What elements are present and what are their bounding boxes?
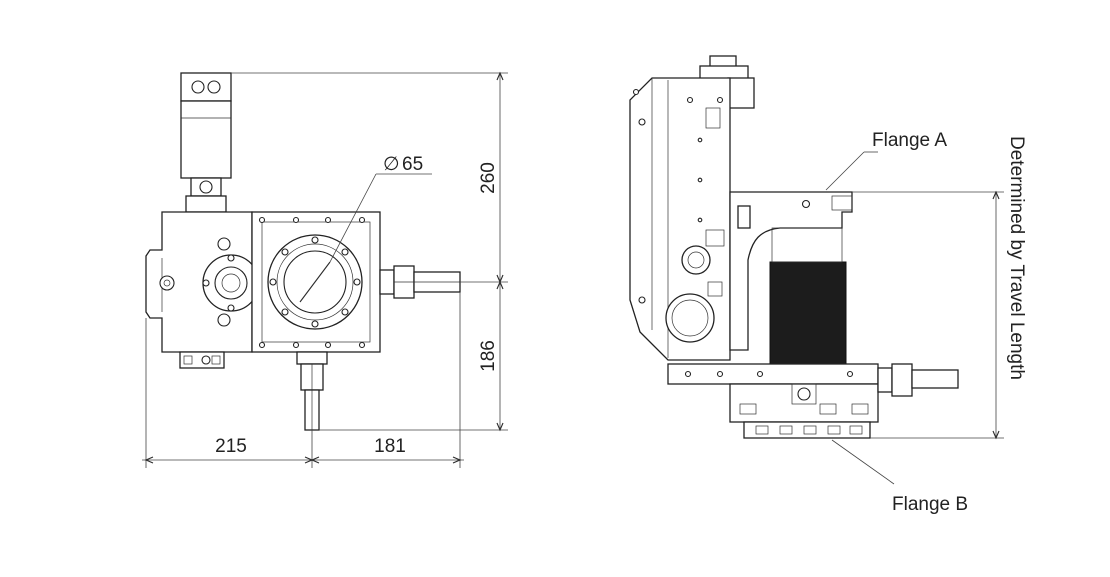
side-frame (629, 77, 731, 361)
side-arm (729, 191, 853, 351)
bellows-top (771, 227, 843, 263)
dim-186-label: 186 (478, 340, 499, 372)
side-view: Flange A Flange B Determined by Travel L… (629, 55, 1027, 515)
travel-length-note: Determined by Travel Length (1006, 136, 1027, 380)
side-labels: Flange A Flange B Determined by Travel L… (872, 130, 1027, 515)
left-housing (145, 211, 260, 369)
flange-a-label: Flange A (872, 130, 947, 151)
dim-215-label: 215 (215, 436, 247, 457)
flange-b-label: Flange B (892, 494, 968, 515)
motor-assembly (180, 72, 232, 213)
diameter-symbol: ∅ (383, 154, 400, 175)
side-carriage (667, 363, 959, 439)
bellows-cover (769, 261, 847, 365)
dim-181-label: 181 (374, 436, 406, 457)
dim-65-label: 65 (402, 154, 423, 175)
bottom-fitting (296, 351, 328, 431)
front-dimension-labels: 260 186 215 181 ∅ 65 (215, 154, 499, 457)
side-fitting (379, 265, 461, 299)
dim-260-label: 260 (478, 162, 499, 194)
front-dimensions (142, 71, 508, 468)
front-view: 260 186 215 181 ∅ 65 (142, 71, 508, 468)
side-motor (699, 55, 755, 109)
main-housing (251, 211, 381, 353)
side-dimensions (825, 151, 1004, 485)
